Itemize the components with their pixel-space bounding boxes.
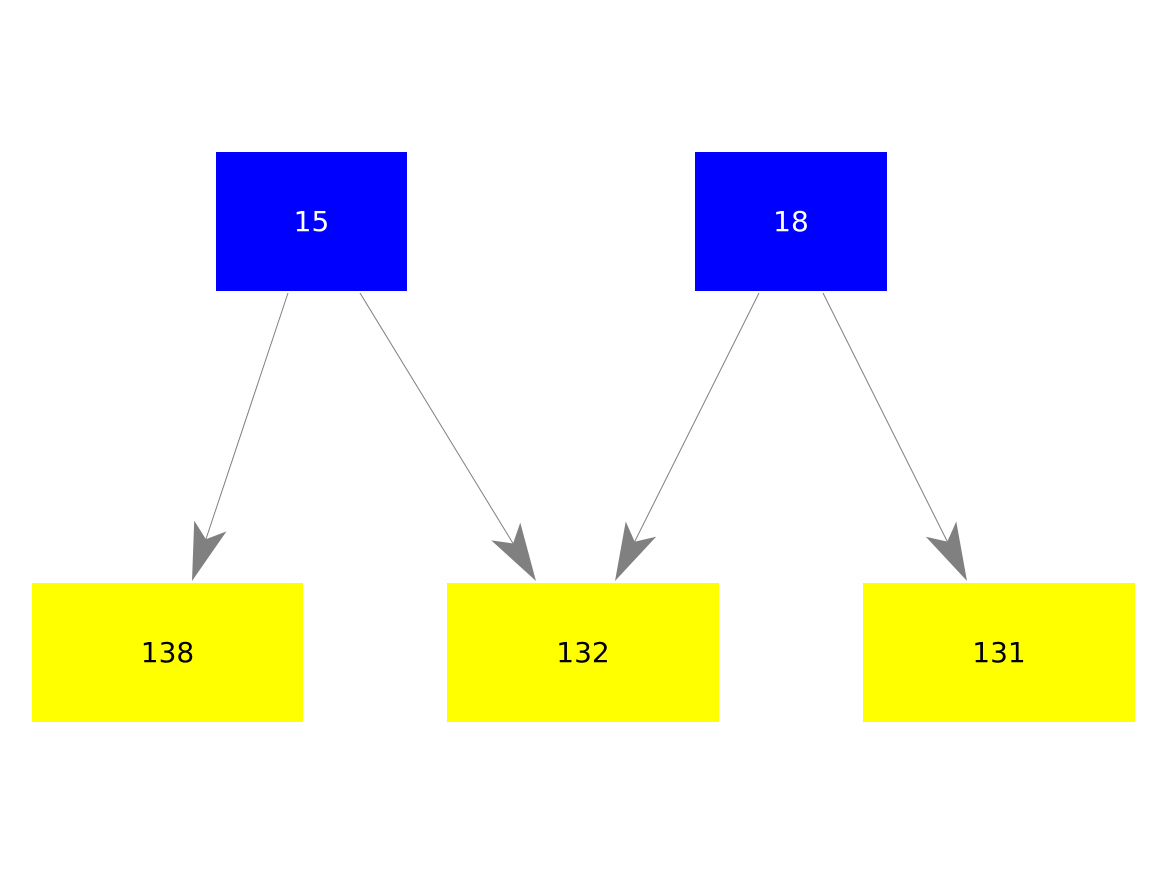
arrowhead-icon (615, 521, 657, 581)
node-131-box (863, 583, 1135, 722)
node-138-box (32, 583, 303, 722)
arrowhead-icon (491, 522, 536, 581)
node-15-label: 15 (294, 205, 330, 238)
edge-line (822, 292, 948, 542)
edge-15-to-132 (359, 292, 536, 581)
arrowhead-icon (192, 520, 227, 581)
node-18-box (695, 152, 887, 291)
node-138: 138 (32, 583, 303, 722)
edge-18-to-131 (822, 292, 967, 581)
node-131-label: 131 (972, 636, 1025, 669)
edge-line (205, 292, 289, 540)
arrowhead-icon (925, 521, 967, 581)
edge-15-to-138 (192, 292, 289, 581)
edge-18-to-132 (615, 292, 760, 581)
edge-line (359, 292, 514, 544)
node-138-label: 138 (141, 636, 194, 669)
node-15: 15 (216, 152, 407, 291)
edges-layer (192, 292, 967, 581)
node-15-box (216, 152, 407, 291)
node-131: 131 (863, 583, 1135, 722)
node-132: 132 (447, 583, 719, 722)
nodes-layer: 15 18 138 132 131 (32, 152, 1135, 722)
node-132-box (447, 583, 719, 722)
node-132-label: 132 (556, 636, 609, 669)
node-18-label: 18 (773, 205, 809, 238)
edge-line (634, 292, 760, 542)
node-18: 18 (695, 152, 887, 291)
